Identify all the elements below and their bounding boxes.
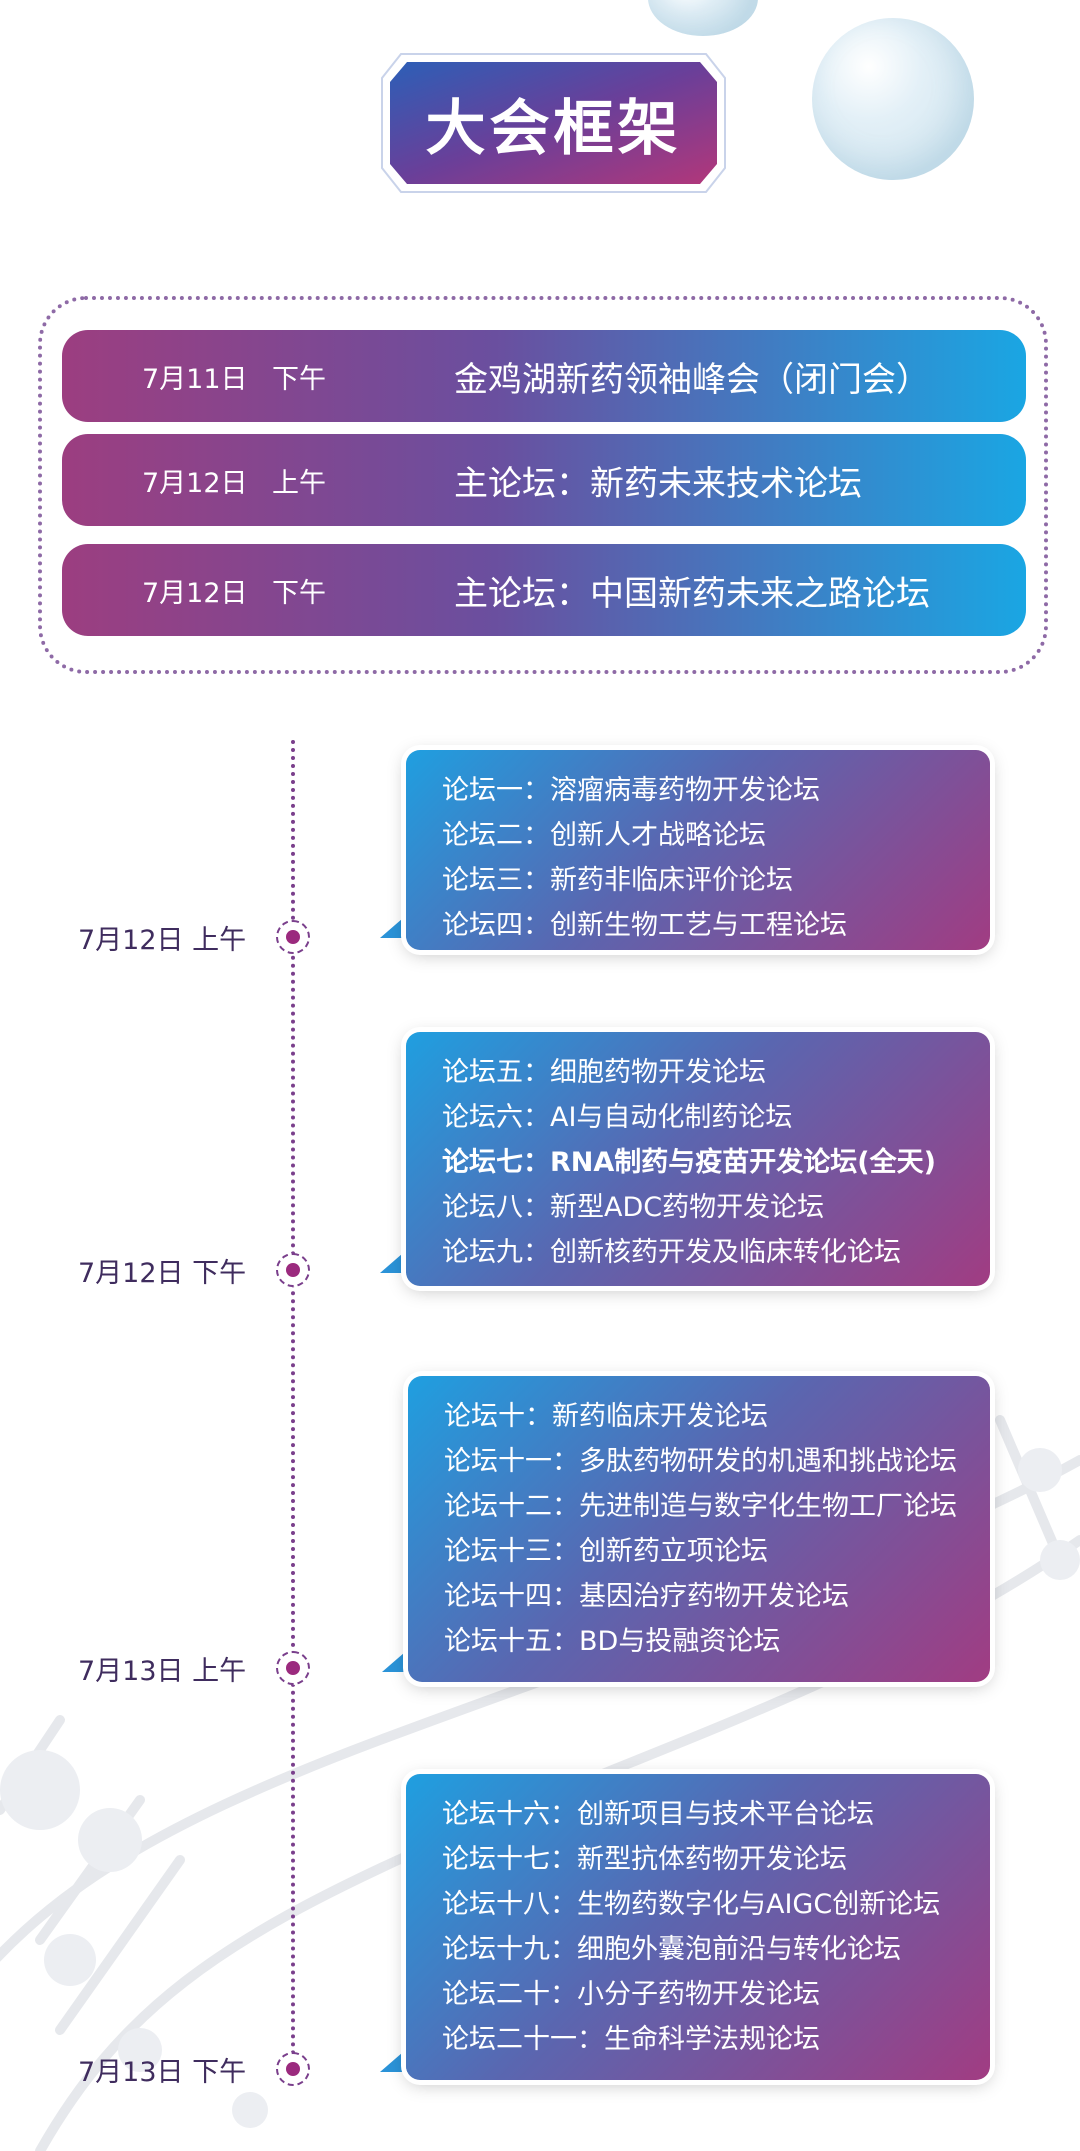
forum-card: 论坛一：溶瘤病毒药物开发论坛 论坛二：创新人才战略论坛 论坛三：新药非临床评价论… (406, 750, 990, 950)
session-date: 7月12日 (142, 467, 248, 499)
forum-item: 论坛十五：BD与投融资论坛 (444, 1626, 781, 1657)
forum-item: 论坛二十一：生命科学法规论坛 (442, 2024, 820, 2055)
session-period: 上午 (272, 467, 326, 499)
forum-item: 论坛一：溶瘤病毒药物开发论坛 (442, 775, 820, 806)
session-date: 7月11日 (142, 363, 248, 395)
session-name: 主论坛：中国新药未来之路论坛 (454, 573, 930, 614)
timeline-label: 7月13日 下午 (78, 2057, 247, 2088)
timeline-dot (276, 1253, 310, 1287)
session-date: 7月12日 (142, 577, 248, 609)
session-period: 下午 (272, 363, 326, 395)
session-bar: 7月12日 下午 主论坛：中国新药未来之路论坛 (62, 544, 1026, 636)
forum-item: 论坛二十：小分子药物开发论坛 (442, 1979, 820, 2010)
forum-item: 论坛三：新药非临床评价论坛 (442, 865, 793, 896)
forum-item: 论坛十四：基因治疗药物开发论坛 (444, 1581, 849, 1612)
forum-item: 论坛九：创新核药开发及临床转化论坛 (442, 1237, 901, 1268)
session-bar: 7月12日 上午 主论坛：新药未来技术论坛 (62, 434, 1026, 526)
forum-item: 论坛四：创新生物工艺与工程论坛 (442, 910, 847, 941)
forum-item: 论坛八：新型ADC药物开发论坛 (442, 1192, 825, 1223)
forum-item: 论坛十六：创新项目与技术平台论坛 (442, 1799, 874, 1830)
session-name: 主论坛：新药未来技术论坛 (454, 463, 862, 504)
session-bar: 7月11日 下午 金鸡湖新药领袖峰会（闭门会） (62, 330, 1026, 422)
forum-item: 论坛二：创新人才战略论坛 (442, 820, 766, 851)
session-name: 金鸡湖新药领袖峰会（闭门会） (454, 359, 930, 400)
forum-item: 论坛十七：新型抗体药物开发论坛 (442, 1844, 847, 1875)
forum-item: 论坛十：新药临床开发论坛 (444, 1401, 768, 1432)
timeline-label: 7月12日 上午 (78, 925, 247, 956)
forum-item: 论坛十八：生物药数字化与AIGC创新论坛 (442, 1889, 941, 1920)
card-pointer (382, 1646, 412, 1672)
page-title: 大会框架 (425, 93, 682, 164)
forum-item: 论坛六：AI与自动化制药论坛 (442, 1102, 793, 1133)
forum-card: 论坛十：新药临床开发论坛 论坛十一：多肽药物研发的机遇和挑战论坛 论坛十二：先进… (408, 1376, 990, 1682)
forum-item: 论坛十二：先进制造与数字化生物工厂论坛 (444, 1491, 957, 1522)
forum-item: 论坛十一：多肽药物研发的机遇和挑战论坛 (444, 1446, 957, 1477)
card-pointer (380, 1247, 410, 1273)
decorative-bubble (812, 18, 974, 180)
forum-item: 论坛五：细胞药物开发论坛 (442, 1057, 766, 1088)
timeline-label: 7月13日 上午 (78, 1656, 247, 1687)
title-badge (381, 53, 726, 193)
forum-card: 论坛五：细胞药物开发论坛 论坛六：AI与自动化制药论坛 论坛七：RNA制药与疫苗… (406, 1032, 990, 1286)
timeline-dot (276, 2052, 310, 2086)
forum-card: 论坛十六：创新项目与技术平台论坛 论坛十七：新型抗体药物开发论坛 论坛十八：生物… (406, 1774, 990, 2080)
timeline-line (291, 740, 295, 2080)
forum-item-highlighted: 论坛七：RNA制药与疫苗开发论坛(全天) (442, 1147, 936, 1178)
session-period: 下午 (272, 577, 326, 609)
card-pointer (380, 912, 410, 938)
forum-item: 论坛十九：细胞外囊泡前沿与转化论坛 (442, 1934, 901, 1965)
card-pointer (380, 2046, 410, 2072)
timeline-label: 7月12日 下午 (78, 1258, 247, 1289)
forum-item: 论坛十三：创新药立项论坛 (444, 1536, 768, 1567)
main-sessions-frame (38, 296, 1048, 674)
timeline-dot (276, 920, 310, 954)
timeline-dot (276, 1651, 310, 1685)
